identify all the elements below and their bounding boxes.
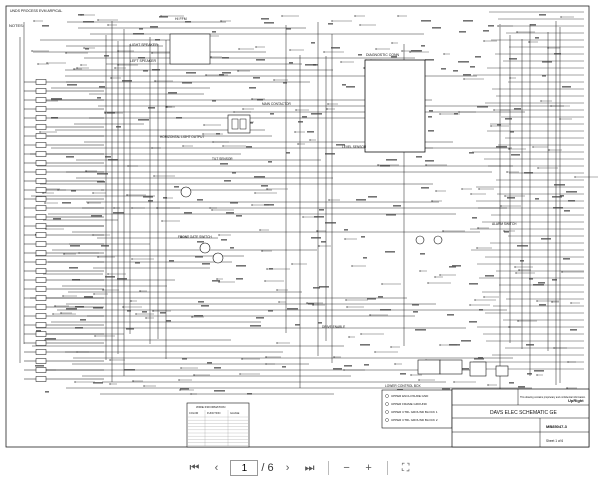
first-page-icon[interactable]: ⏮ [189,461,200,474]
drawing-title: DAVS ELEC SCHEMATIC GE [490,410,557,416]
connector-pin [24,205,104,211]
title-block: This drawing contains proprietary and co… [451,388,590,448]
title-notice: This drawing contains proprietary and co… [520,396,586,399]
center-label-4: ALARM SWITCH [492,222,517,226]
speaker-block: HI FFM LIGHT SPEAKER LEFT SPEAKER [130,17,211,65]
legend-item-1: UPPER FRAME GROUND [391,402,428,406]
connector-pin [24,277,104,283]
connector-pin [24,106,104,112]
connector-pin [24,331,104,337]
schematic-sheet: UNDS PROCESS EVM ARPICAL NOTES: DIAGNOST… [5,5,598,448]
connector-pin [24,142,104,148]
ground-legend: LOWER CONTROL BOX UPPER ENCLOSURE GND UP… [381,384,453,429]
page-total: 6 [267,462,274,474]
center-label-2: MAIN CONTACTOR [262,102,291,106]
wire-table-h2: GAUGE [230,411,240,415]
connector-pin [24,214,104,220]
wire-table-h1: FUNCTION [207,411,221,415]
next-page-icon[interactable]: › [285,462,290,474]
legend-item-3: UPPER CTRL GROUND BLOCK 2 [391,418,438,422]
top-label-2: LEFT SPEAKER [130,59,156,63]
wire-table-h0: COLOR [189,411,198,415]
legend-title: LOWER CONTROL BOX [385,384,422,388]
connector-pin [24,160,104,166]
previous-page-icon[interactable]: ‹ [214,462,219,474]
connector-pin [24,376,104,382]
small-module [227,114,251,134]
connector-pin [24,79,104,85]
connector-pin [24,187,104,193]
center-label-3: LEVEL SENSOR [342,145,367,149]
toolbar-divider [327,461,329,475]
connector-pin [24,268,104,274]
center-label-1: TILT SENSOR [212,157,233,161]
page-number-input[interactable] [230,460,259,476]
company-logo: UpRight [568,398,584,403]
connector-strip [24,79,104,382]
header-note: UNDS PROCESS EVM ARPICAL [10,9,62,13]
connector-pin [24,133,104,139]
center-label-5: FRONT GATE SWITCH [178,235,212,239]
connector-pin [24,115,104,121]
top-label-1: LIGHT SPEAKER [130,43,158,47]
page-separator: / [261,462,265,474]
right-component-block: DIAGNOSTIC CONN [364,53,426,153]
connector-pin [24,97,104,103]
connector-pin [24,286,104,292]
wire-table-title: WIRE INFORMATION [196,405,225,409]
connector-pin [24,358,104,364]
zoom-in-icon[interactable]: + [365,462,372,474]
connector-pin [24,259,104,265]
connector-pin [24,169,104,175]
connector-pin [24,367,104,373]
connector-pin [24,178,104,184]
connector-pin [24,88,104,94]
right-block-title: DIAGNOSTIC CONN [366,53,400,57]
connector-pin [24,250,104,256]
connector-pin [24,151,104,157]
center-labels: HORIZONTAL LIGHT OUTPUT TILT SENSOR MAIN… [160,102,517,329]
connector-pin [24,196,104,202]
connector-pin [24,349,104,355]
wiring-layer [19,11,598,395]
legend-item-2: UPPER CTRL GROUND BLOCK 1 [391,410,438,414]
page-indicator: / 6 [230,460,274,476]
connector-pin [24,232,104,238]
legend-item-0: UPPER ENCLOSURE GND [391,394,429,398]
connector-pin [24,340,104,346]
connector-pin [24,313,104,319]
connector-pin [24,223,104,229]
top-label-0: HI FFM [175,17,187,21]
fullscreen-icon[interactable]: ⛶ [401,461,410,474]
connector-pin [24,322,104,328]
motor-symbols [180,186,443,264]
notes-label: NOTES: [9,23,24,28]
toolbar-divider [386,461,388,475]
wire-info-table: WIRE INFORMATION COLOR FUNCTION GAUGE [186,402,250,448]
center-label-6: DRIVE ENABLE [322,325,345,329]
connector-pin [24,124,104,130]
lower-center-blocks [417,359,509,377]
pdf-toolbar: ⏮ ‹ / 6 › ⏭ − + ⛶ [0,455,600,481]
connector-pin [24,295,104,301]
last-page-icon[interactable]: ⏭ [304,461,315,474]
zoom-out-icon[interactable]: − [343,462,350,474]
center-label-0: HORIZONTAL LIGHT OUTPUT [160,135,204,139]
sheet-number: Sheet 1 of 6 [546,439,563,443]
connector-pin [24,241,104,247]
document-number: MB85047-3 [546,424,568,429]
connector-pin [24,304,104,310]
